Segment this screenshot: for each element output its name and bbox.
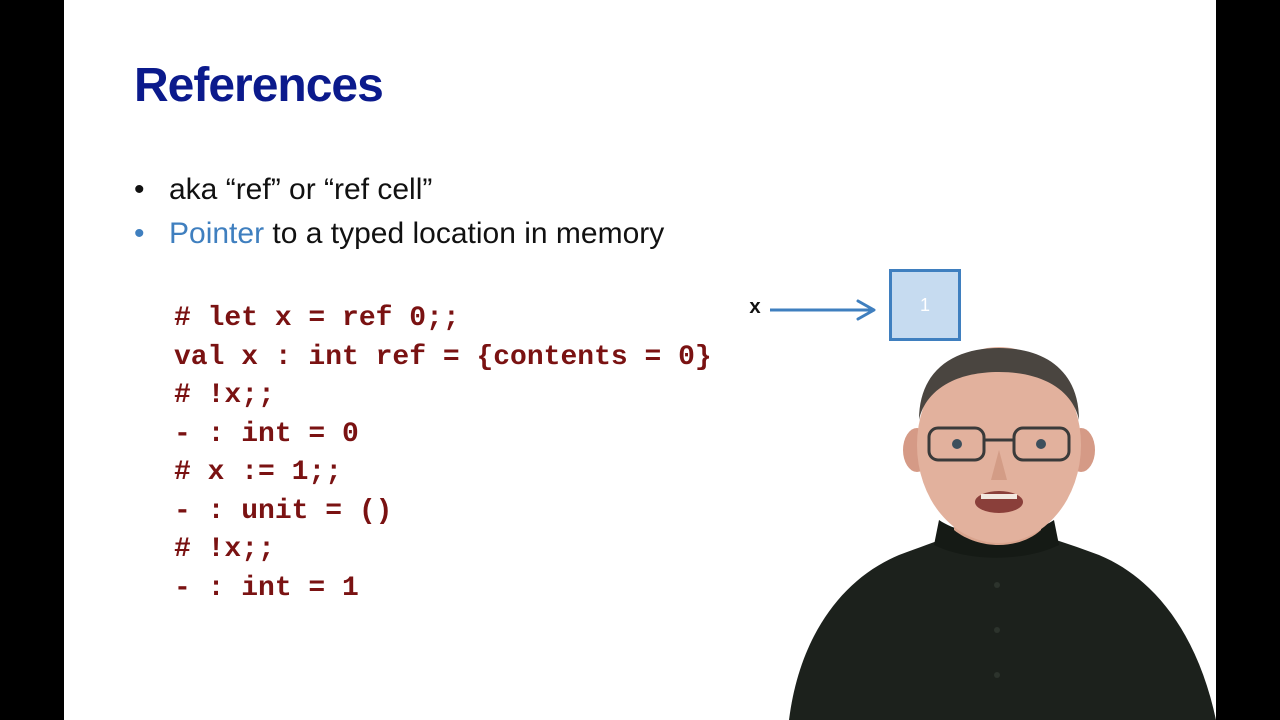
code-line: - : int = 1: [174, 572, 359, 604]
code-line: val x : int ref = {contents = 0}: [174, 341, 712, 373]
bullet-item: • Pointer to a typed location in memory: [134, 212, 664, 256]
bullet-dot-icon: •: [134, 173, 145, 206]
bullet-text: to a typed location in memory: [264, 217, 665, 250]
variable-label: x: [749, 297, 762, 320]
pointer-arrow-icon: [770, 299, 876, 321]
bullet-text: aka “ref” or “ref cell”: [169, 173, 433, 206]
memory-cell: 1: [889, 269, 961, 341]
code-line: # !x;;: [174, 380, 275, 411]
code-block: # let x = ref 0;; val x : int ref = {con…: [174, 300, 712, 608]
code-line: # x := 1;;: [174, 457, 343, 488]
code-line: # !x;;: [174, 534, 275, 565]
code-line: - : unit = (): [174, 495, 393, 527]
presenter-video: [789, 347, 1216, 720]
slide: References • aka “ref” or “ref cell” • P…: [64, 0, 1216, 720]
bullet-highlight: Pointer: [169, 217, 265, 250]
code-line: # let x = ref 0;;: [174, 303, 460, 334]
bullet-item: • aka “ref” or “ref cell”: [134, 168, 664, 212]
slide-title: References: [134, 59, 384, 112]
bullet-dot-icon: •: [134, 217, 145, 250]
cell-value: 1: [919, 294, 930, 315]
code-line: - : int = 0: [174, 418, 359, 450]
bullet-list: • aka “ref” or “ref cell” • Pointer to a…: [134, 168, 664, 256]
reference-diagram: x 1: [744, 265, 974, 347]
